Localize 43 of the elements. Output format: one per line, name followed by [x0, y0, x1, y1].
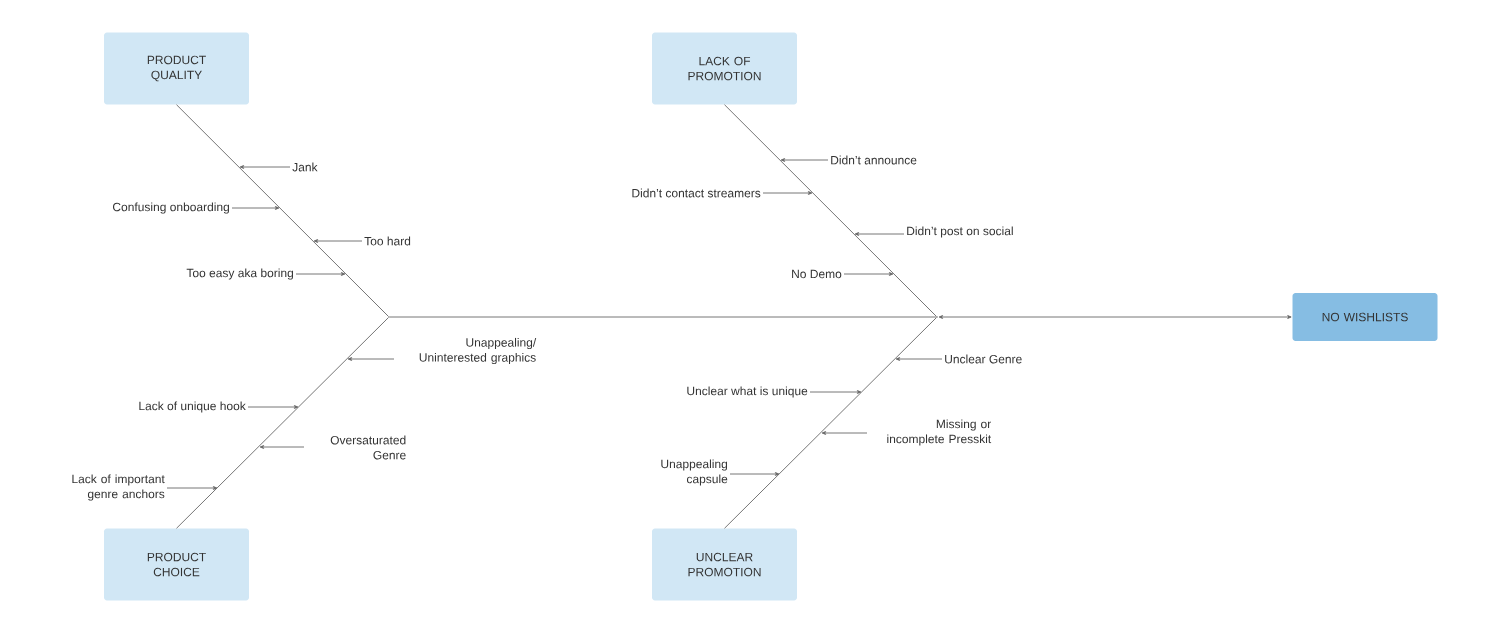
cause-arrow — [347, 357, 395, 361]
bone-line — [724, 317, 937, 529]
cause-arrow — [239, 165, 291, 169]
cause-text: Jank — [292, 162, 318, 172]
cause-arrow — [247, 405, 299, 409]
cause-text: Lack of unique hook — [139, 401, 246, 413]
cause-arrow — [809, 390, 862, 394]
bone-line — [176, 317, 389, 529]
cause-text: No Demo — [792, 269, 842, 279]
cause-text: Didn’t announce — [831, 155, 917, 165]
cause-arrow — [729, 472, 780, 476]
cause-arrow — [762, 191, 813, 195]
cause-arrow — [259, 445, 305, 449]
category-box: LACK OF PROMOTION — [652, 32, 797, 105]
category-box: PRODUCT QUALITY — [104, 32, 249, 105]
cause-arrow — [780, 158, 829, 162]
cause-text: Unappealing capsule — [661, 459, 728, 486]
cause-text: Unclear Genre — [945, 354, 1022, 364]
spine-arrow — [938, 315, 1292, 319]
cause-text: Lack of important genre anchors — [72, 474, 165, 501]
category-box: UNCLEAR PROMOTION — [652, 528, 797, 601]
spine-line — [389, 316, 937, 318]
cause-text: Missing or incomplete Presskit — [887, 419, 992, 446]
cause-arrow — [843, 272, 894, 276]
cause-arrow — [854, 232, 905, 236]
cause-text: Oversaturated Genre — [330, 435, 406, 460]
cause-text: Too easy aka boring — [186, 268, 293, 280]
cause-arrow — [231, 206, 280, 210]
cause-text: Confusing onboarding — [113, 202, 229, 214]
cause-arrow — [166, 486, 218, 490]
cause-text: Unappealing/ Uninterested graphics — [419, 337, 537, 365]
cause-text: Unclear what is unique — [687, 386, 808, 398]
cause-text: Too hard — [364, 236, 411, 246]
bone-line — [724, 104, 937, 317]
cause-arrow — [313, 239, 363, 243]
bone-line — [176, 104, 389, 317]
result-box: NO WISHLISTS — [1292, 293, 1438, 341]
cause-arrow — [895, 357, 943, 361]
cause-arrow — [295, 272, 346, 276]
category-box: PRODUCT CHOICE — [104, 528, 249, 601]
cause-text: Didn’t contact streamers — [632, 188, 761, 198]
cause-arrow — [821, 431, 868, 435]
cause-text: Didn’t post on social — [907, 226, 1013, 238]
